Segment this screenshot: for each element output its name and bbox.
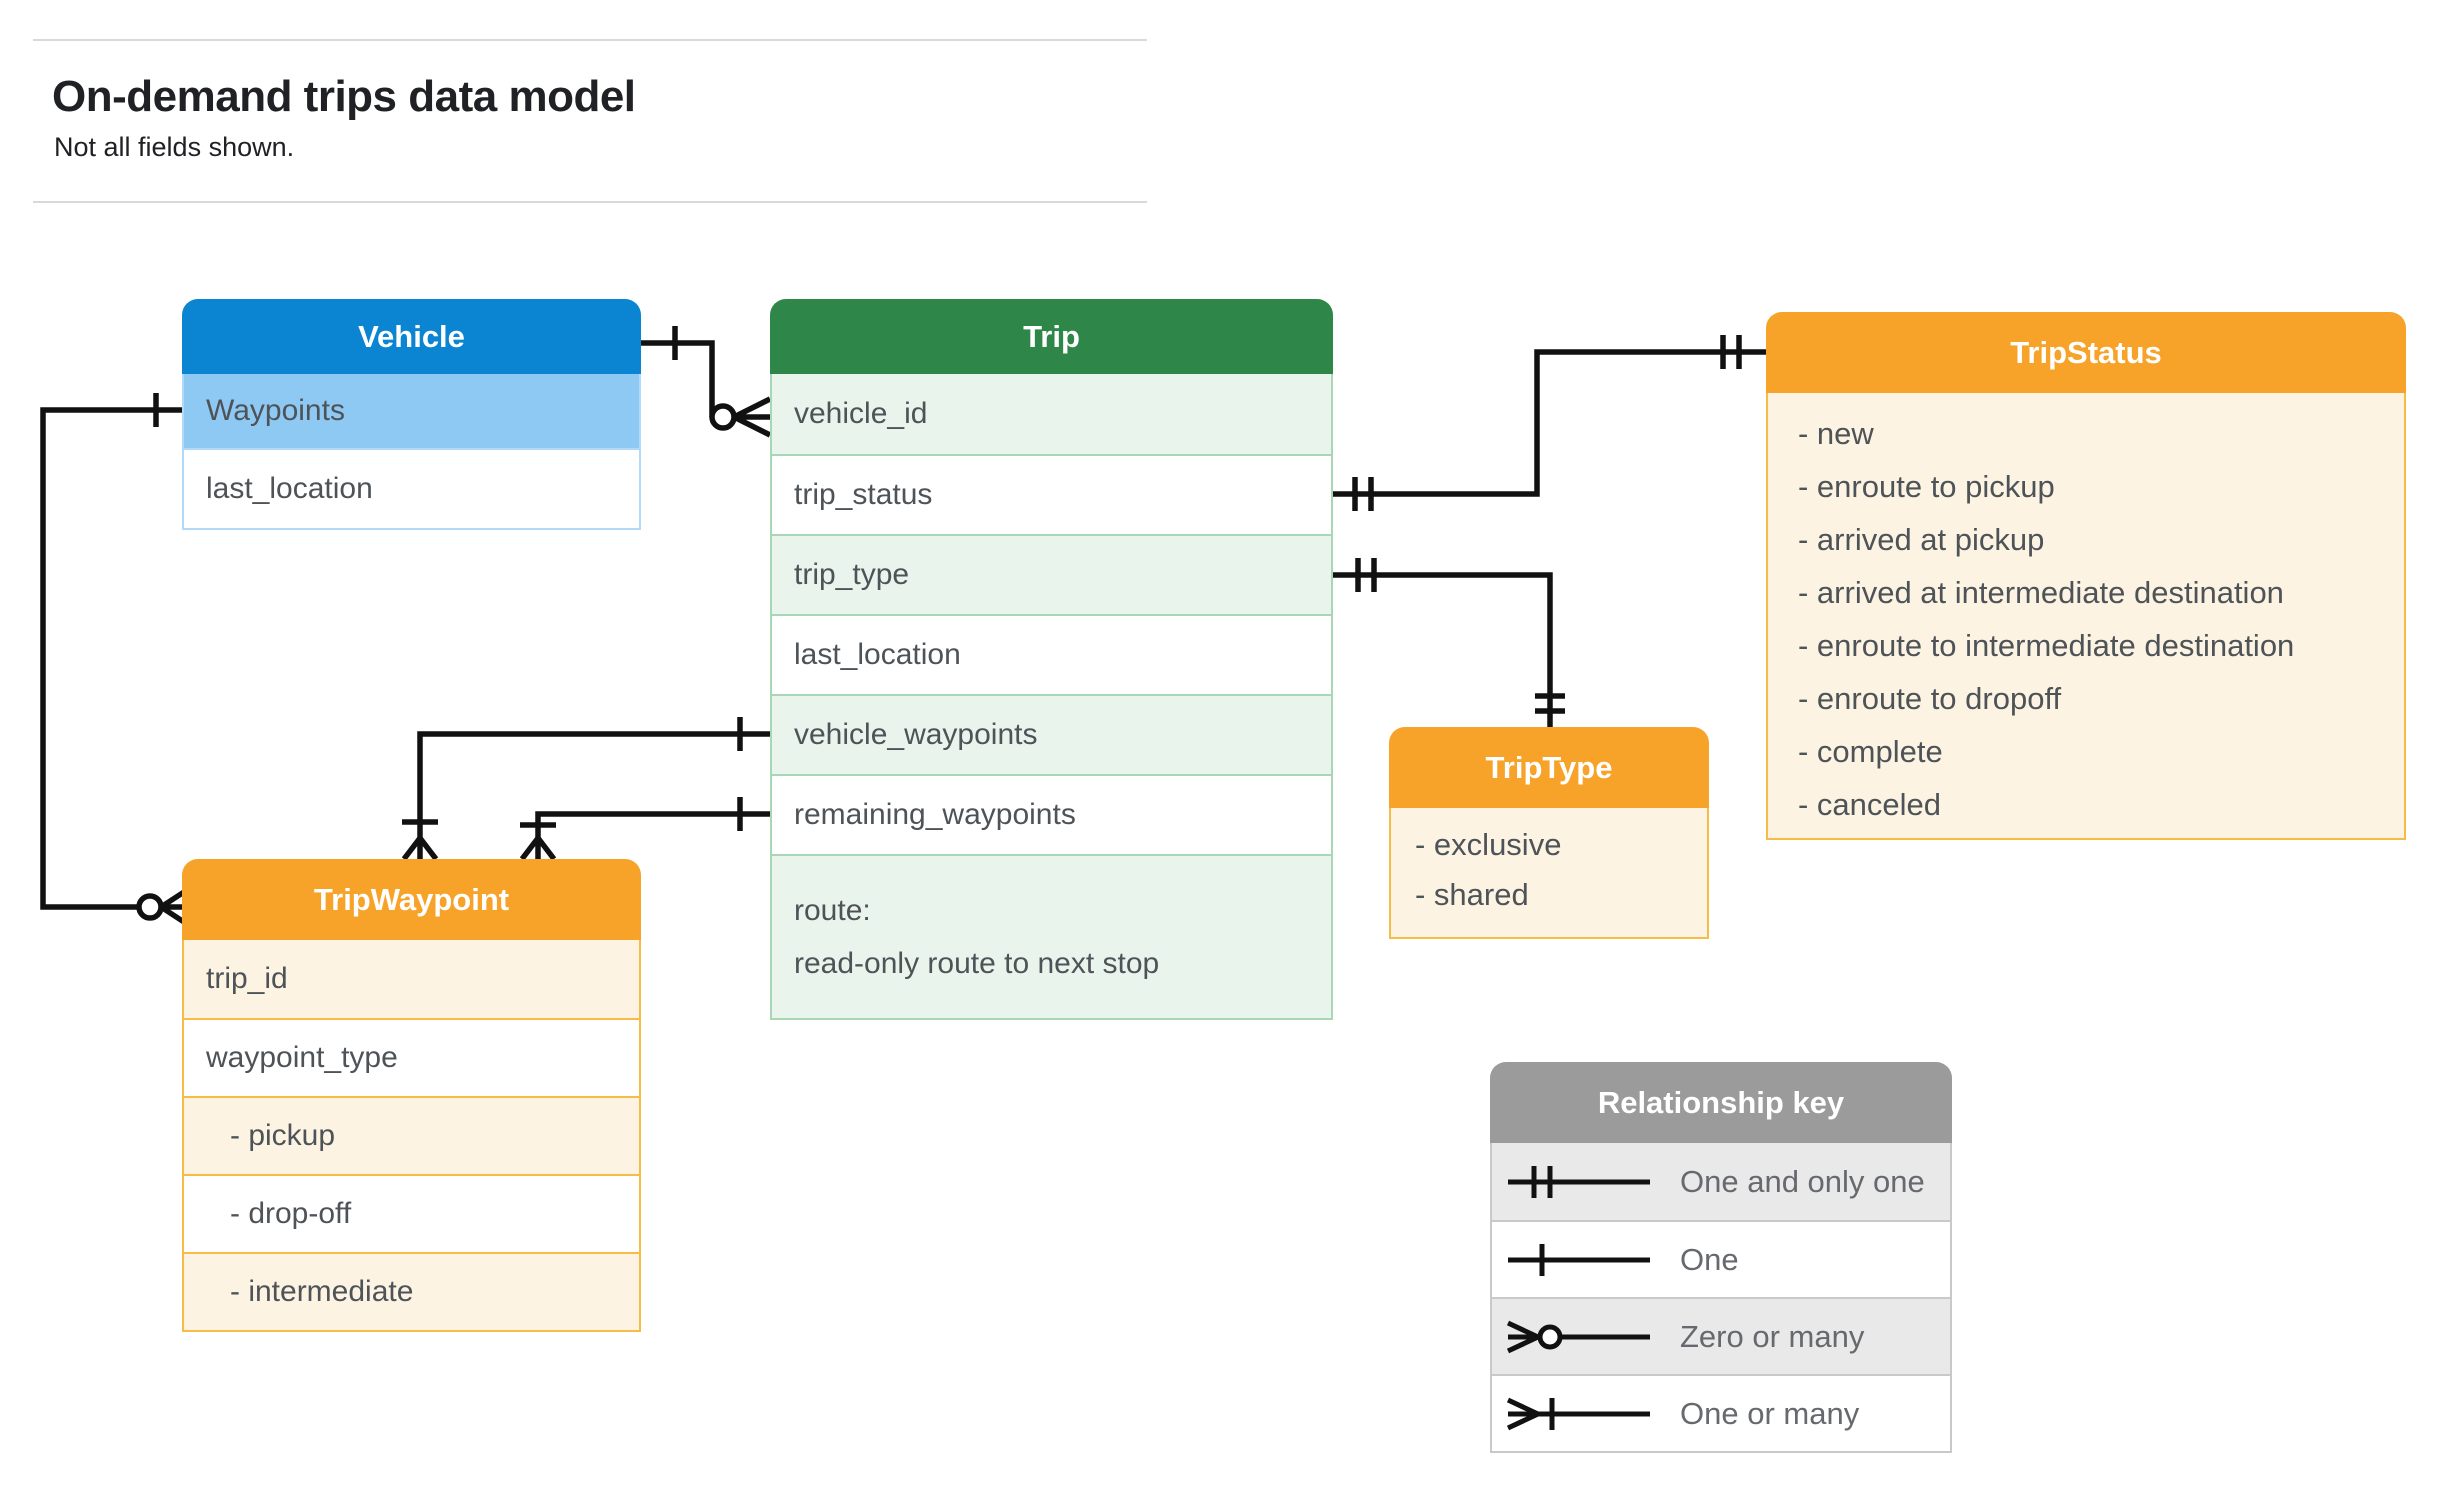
tripwaypoint-value-drop-off: - drop-off [184,1174,639,1252]
vehicle-field-waypoints: Waypoints [184,374,639,448]
tripstatus-item: - canceled [1798,787,1942,822]
relationship-key-body: One and only one One Zer [1490,1143,1952,1453]
entity-tripstatus-body: - new - enroute to pickup - arrived at p… [1766,393,2406,840]
triptype-item: - exclusive [1415,827,1562,862]
page-title: On-demand trips data model [52,72,636,121]
top-divider [33,39,1147,41]
trip-field-last-location: last_location [772,614,1331,694]
triptype-item: - shared [1415,877,1529,912]
vehicle-field-last-location: last_location [184,448,639,528]
one-and-only-one-ticks [1535,693,1565,714]
entity-vehicle-title: Vehicle [182,299,641,374]
tripstatus-item: - arrived at pickup [1798,522,2045,557]
entity-triptype: TripType - exclusive - shared [1389,727,1709,939]
zero-circle [136,893,164,921]
many-crowfoot [519,836,557,861]
many-crowfoot [401,836,439,861]
connector-trip-type-to-triptype [1333,558,1565,727]
legend-row-one-and-only-one: One and only one [1492,1143,1950,1220]
entity-triptype-body: - exclusive - shared [1389,808,1709,939]
trip-field-route: route: read-only route to next stop [772,854,1331,1018]
tripwaypoint-value-pickup: - pickup [184,1096,639,1174]
legend-label: One and only one [1680,1163,1925,1199]
trip-field-vehicle-waypoints: vehicle_waypoints [772,694,1331,774]
entity-trip-body: vehicle_id trip_status trip_type last_lo… [770,374,1333,1020]
entity-trip-title: Trip [770,299,1333,374]
many-crowfoot [732,396,772,438]
relationship-key-title: Relationship key [1490,1062,1952,1143]
connector-trip-status-to-tripstatus [1333,335,1766,511]
bottom-divider [33,201,1147,203]
entity-tripwaypoint: TripWaypoint trip_id waypoint_type - pic… [182,859,641,1332]
zero-circle [709,403,737,431]
entity-triptype-title: TripType [1389,727,1709,808]
legend-label: Zero or many [1680,1318,1865,1354]
many-crowfoot [159,889,186,925]
tripstatus-item: - arrived at intermediate destination [1798,575,2284,610]
trip-route-line2: read-only route to next stop [794,947,1160,980]
legend-label: One or many [1680,1395,1860,1431]
entity-tripwaypoint-title: TripWaypoint [182,859,641,940]
zero-or-many-icon [1504,1315,1654,1359]
one-and-only-one-ticks [1720,335,1742,369]
page-subtitle: Not all fields shown. [54,132,295,162]
relationship-key: Relationship key One and only one One [1490,1062,1952,1453]
trip-field-vehicle-id: vehicle_id [772,374,1331,454]
tripstatus-item: - new [1798,416,1874,451]
entity-vehicle-body: Waypoints last_location [182,374,641,530]
entity-tripstatus: TripStatus - new - enroute to pickup - a… [1766,312,2406,840]
legend-row-one: One [1492,1220,1950,1297]
connector-trip-vehicle-waypoints-to-tripwaypoint [401,717,770,861]
tripwaypoint-field-trip-id: trip_id [184,940,639,1018]
entity-tripwaypoint-body: trip_id waypoint_type - pickup - drop-of… [182,940,641,1332]
legend-row-zero-or-many: Zero or many [1492,1297,1950,1374]
tripstatus-item: - enroute to pickup [1798,469,2055,504]
legend-label: One [1680,1241,1739,1277]
entity-trip: Trip vehicle_id trip_status trip_type la… [770,299,1333,1020]
trip-field-trip-status: trip_status [772,454,1331,534]
tripstatus-item: - enroute to intermediate destination [1798,628,2295,663]
legend-row-one-or-many: One or many [1492,1374,1950,1451]
trip-field-remaining-waypoints: remaining_waypoints [772,774,1331,854]
trip-route-line1: route: [794,894,871,927]
trip-field-trip-type: trip_type [772,534,1331,614]
connector-vehicle-to-trip-vehicle-id [641,326,772,438]
one-and-only-one-ticks [1352,477,1374,511]
one-icon [1504,1238,1654,1282]
entity-vehicle: Vehicle Waypoints last_location [182,299,641,530]
tripstatus-item: - complete [1798,734,1943,769]
one-and-only-one-icon [1504,1160,1654,1204]
tripwaypoint-value-intermediate: - intermediate [184,1252,639,1330]
tripwaypoint-field-waypoint-type: waypoint_type [184,1018,639,1096]
one-or-many-icon [1504,1392,1654,1436]
connector-trip-remaining-waypoints-to-tripwaypoint [519,797,770,861]
connector-vehicle-waypoints-to-tripwaypoint [40,393,186,925]
tripstatus-item: - enroute to dropoff [1798,681,2062,716]
entity-tripstatus-title: TripStatus [1766,312,2406,393]
one-and-only-one-ticks [1355,558,1377,592]
